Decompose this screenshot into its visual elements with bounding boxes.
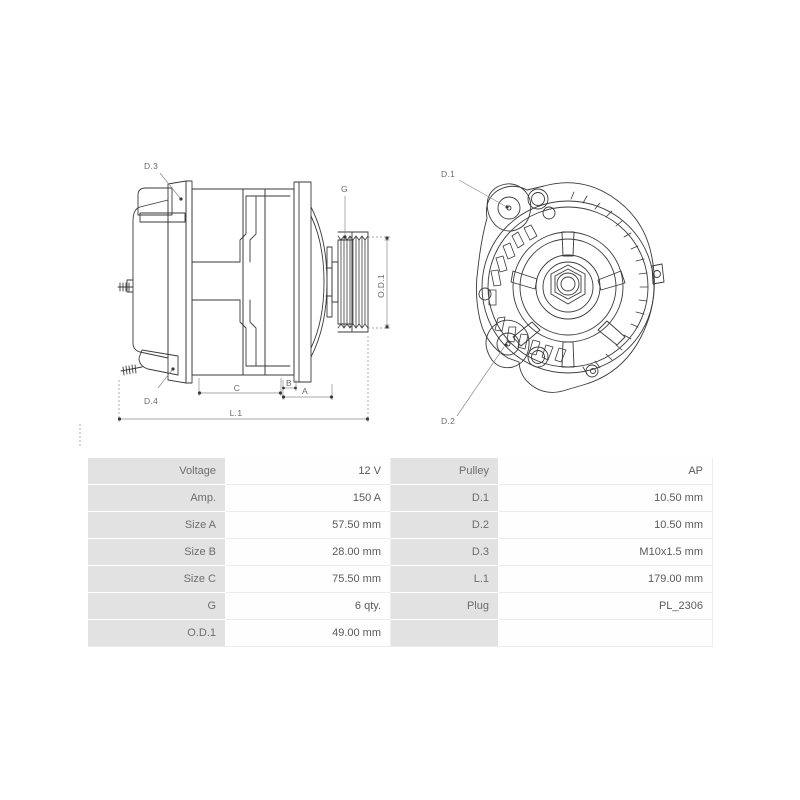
callout-label-d2: D.2 [441,416,455,426]
spec-label-left: Size B [88,539,226,566]
spec-value-right-empty [499,620,713,647]
spec-label-right: L.1 [391,566,499,593]
callout-label-a: A [302,386,308,396]
spec-label-left: O.D.1 [88,620,226,647]
spec-label-left: Size C [88,566,226,593]
callout-label-d3: D.3 [144,161,158,171]
spec-label-right: D.1 [391,485,499,512]
spec-value-right: 10.50 mm [499,512,713,539]
callout-label-l1: L.1 [230,408,243,418]
spec-label-right: D.3 [391,539,499,566]
spec-label-right: Plug [391,593,499,620]
callout-label-b: B [286,378,292,388]
leader-d3 [159,172,181,199]
spec-value-left: 49.00 mm [226,620,391,647]
spec-value-left: 12 V [226,458,391,485]
callout-label-g: G [341,184,348,194]
alternator-side-view-group [117,180,369,384]
spec-label-left: Size A [88,512,226,539]
drawings-svg: D.3 D.4 G O.D.1 A B C L.1 D.1 D.2 [79,161,665,448]
spec-value-right: M10x1.5 mm [499,539,713,566]
callout-label-od1: O.D.1 [376,274,386,298]
technical-drawings: D.3 D.4 G O.D.1 A B C L.1 D.1 D.2 [79,161,665,448]
spec-value-left: 150 A [226,485,391,512]
spec-label-left: G [88,593,226,620]
spec-label-left: Amp. [88,485,226,512]
spec-label-right: D.2 [391,512,499,539]
callout-label-d1: D.1 [441,169,455,179]
spec-label-right-empty [391,620,499,647]
alternator-front-view-group [475,182,665,393]
leader-d1 [458,179,506,207]
spec-value-left: 57.50 mm [226,512,391,539]
callout-label-d4: D.4 [144,396,158,406]
callout-label-c: C [234,383,240,393]
spec-value-left: 75.50 mm [226,566,391,593]
spec-value-right: AP [499,458,713,485]
spec-value-right: PL_2306 [499,593,713,620]
spec-value-left: 28.00 mm [226,539,391,566]
spec-value-right: 179.00 mm [499,566,713,593]
spec-value-left: 6 qty. [226,593,391,620]
leader-d4 [157,369,173,389]
spec-label-left: Voltage [88,458,226,485]
spec-value-right: 10.50 mm [499,485,713,512]
spec-label-right: Pulley [391,458,499,485]
leader-d2 [456,346,505,417]
